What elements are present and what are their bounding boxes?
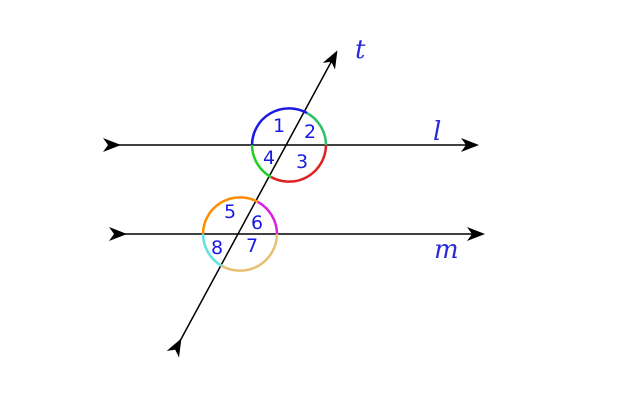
transversal-t [166, 50, 338, 358]
arc-angle-4 [250, 144, 272, 179]
angle-label-4: 4 [263, 147, 275, 169]
label-m: m [434, 235, 459, 265]
arc-angle-7 [221, 233, 279, 272]
angle-label-3: 3 [296, 151, 308, 173]
angle-label-6: 6 [251, 212, 263, 234]
angle-label-5: 5 [224, 201, 236, 223]
label-l: l [433, 117, 441, 147]
arc-angle-8 [201, 233, 223, 268]
label-t: t [355, 35, 366, 65]
angle-label-7: 7 [246, 235, 258, 257]
arc-angle-1 [250, 107, 308, 146]
arc-angle-2 [306, 111, 328, 146]
arc-angle-3 [270, 144, 328, 183]
top-intersection-arcs [250, 107, 328, 183]
angle-label-2: 2 [304, 121, 316, 143]
angle-numbers: 1 2 3 4 5 6 7 8 [211, 115, 316, 259]
bottom-intersection-arcs [201, 196, 279, 272]
angle-label-1: 1 [273, 115, 285, 137]
arc-angle-5 [201, 196, 259, 235]
angle-label-8: 8 [211, 237, 223, 259]
arc-angle-6 [257, 200, 279, 235]
line-labels: t l m [355, 35, 459, 265]
